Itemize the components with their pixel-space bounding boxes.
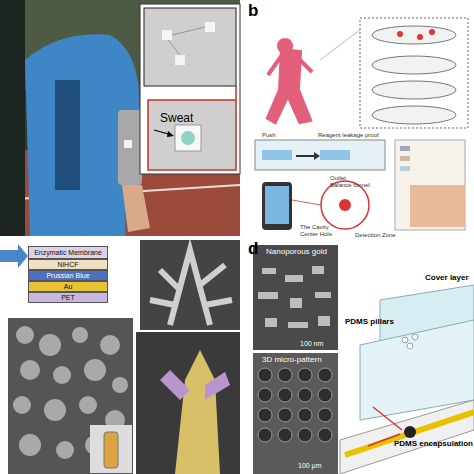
annotation: Center Hole (300, 231, 332, 238)
sem-image (140, 240, 240, 330)
arrow-shape (0, 244, 28, 268)
sensor-spot (181, 131, 195, 145)
nanoporous-texture (258, 266, 331, 328)
annotation: PDMS pillars (345, 318, 394, 327)
vial-photo (90, 425, 132, 473)
annotation: Detection Zone (355, 232, 396, 239)
layer-band: Au (28, 281, 108, 292)
pillar (412, 334, 418, 340)
sem-image (136, 332, 240, 474)
annotation: The Cavity (300, 224, 329, 231)
zoom-frame (360, 18, 468, 128)
channel (262, 150, 292, 160)
runner-figure (268, 40, 312, 122)
colored-dendrite (175, 350, 220, 474)
leader-line (320, 30, 360, 60)
zoom-circle (321, 181, 369, 229)
annotation: 100 µm (298, 462, 322, 470)
fabric-zoom (144, 8, 236, 86)
chip-section (255, 140, 385, 170)
layer-disk (372, 81, 456, 99)
sensor-square (162, 30, 172, 40)
dendrite (150, 250, 232, 325)
substrate (340, 400, 474, 474)
annotation: Nanoporous gold (266, 248, 327, 257)
colored-dendrite (160, 370, 230, 400)
layer-name: Enzymatic Membrane (34, 249, 102, 256)
phone (262, 182, 292, 230)
process-arrow (296, 152, 320, 160)
annotation: Cover layer (425, 274, 469, 283)
sem-image (253, 245, 338, 350)
annotation: Outlet (330, 175, 346, 182)
arrow-head (167, 131, 174, 137)
channel (320, 150, 350, 160)
photo-background (0, 0, 240, 236)
layer-band: Prussian Blue (28, 270, 108, 281)
sensor-square (205, 22, 215, 32)
wire (168, 27, 205, 55)
leader-line (292, 200, 321, 205)
reagent-dot (429, 29, 435, 35)
annotation: Push (262, 132, 276, 139)
sensor-patch (124, 140, 132, 148)
particles (13, 326, 130, 468)
annotation: PDMS encapsulation (394, 440, 473, 449)
reagent-dot (417, 34, 423, 40)
layer-band: Enzymatic Membrane (28, 246, 108, 259)
armband (118, 110, 142, 185)
fabric-zoom (148, 100, 236, 170)
shadow (0, 0, 25, 236)
panel-letter: b (248, 2, 258, 21)
annotation: Sweat (160, 112, 193, 125)
swatch (400, 146, 410, 151)
skin-section (410, 185, 465, 227)
layer-disk (372, 56, 456, 74)
sensor-square (175, 125, 201, 151)
pillar (402, 337, 408, 343)
micro-pattern (258, 368, 332, 442)
legend-area (395, 140, 465, 230)
layer-band: PET (28, 292, 108, 303)
layer-name: Au (64, 283, 73, 290)
electrode-spot (404, 426, 416, 438)
gold-electrode (345, 412, 474, 455)
annotation: 100 nm (300, 340, 323, 348)
swatch (400, 156, 410, 161)
swatch (400, 166, 410, 171)
layer-name: NiHCF (58, 261, 79, 268)
layer-name: PET (61, 294, 75, 301)
annotation: 3D micro-pattern (262, 356, 322, 365)
vial (104, 432, 118, 468)
zoom-line (235, 86, 237, 100)
sem-image (253, 353, 338, 474)
annotation: Balance tunnel (330, 182, 370, 189)
detection-zone (339, 199, 351, 211)
shirt-print (55, 80, 80, 190)
pillar (407, 343, 413, 349)
panel-letter: d (248, 240, 258, 259)
layer-band: NiHCF (28, 259, 108, 270)
sem-image (8, 318, 133, 474)
shirt (25, 34, 125, 236)
layer-disk (372, 106, 456, 124)
layer-name: Prussian Blue (46, 272, 89, 279)
forearm (122, 185, 150, 232)
annotation: Reagent leakage proof (318, 132, 379, 139)
sensor-square (175, 55, 185, 65)
layer-disk (372, 26, 456, 44)
reagent-dot (397, 31, 403, 37)
phone-screen (265, 186, 289, 224)
zoom-frame (140, 4, 240, 174)
